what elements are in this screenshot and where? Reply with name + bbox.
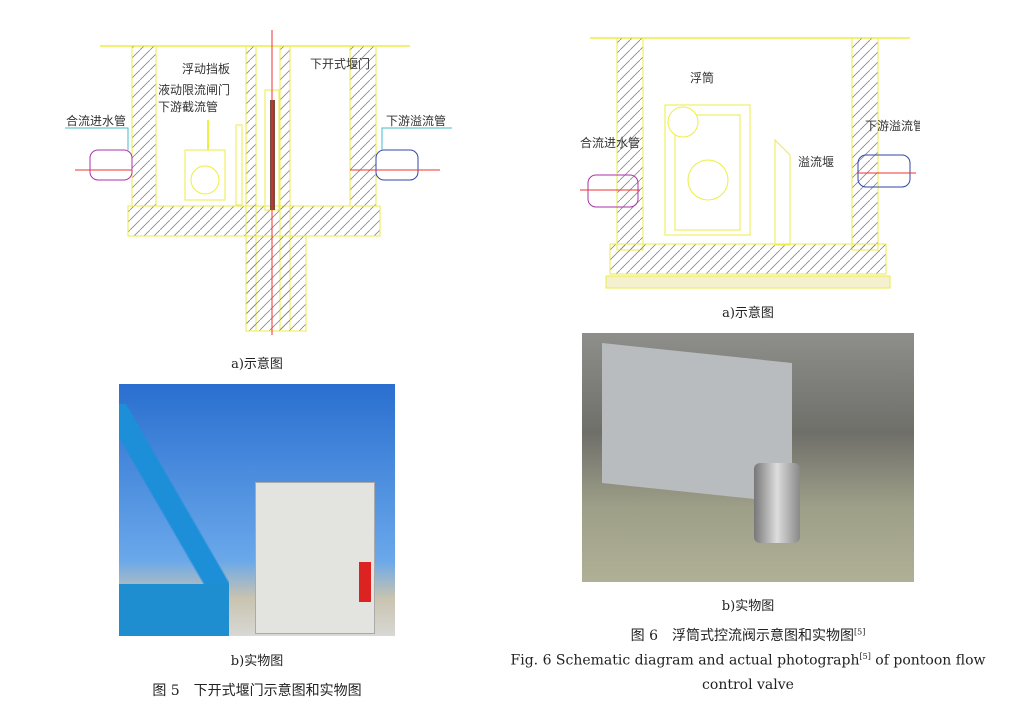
fig5-caption-a: a)示意图 <box>231 357 283 372</box>
fig5-title: 图 5 下开式堰门示意图和实物图 <box>152 683 362 699</box>
fig6-schematic: 浮筒 合流进水管 溢流堰 下游溢流管 <box>580 37 920 289</box>
fig6-photo <box>582 333 914 582</box>
label-inlet-pipe: 合流进水管 <box>580 135 640 150</box>
label-float: 浮筒 <box>690 70 714 85</box>
fig6-title: 图 6 浮筒式控流阀示意图和实物图[5] <box>630 627 866 644</box>
label-overflow-pipe: 下游溢流管 <box>865 118 920 133</box>
label-overflow-pipe: 下游溢流管 <box>386 113 446 128</box>
fig6-english-title: Fig. 6 Schematic diagram and actual phot… <box>510 652 986 669</box>
label-hydraulic-gate: 液动限流闸门 <box>158 82 230 97</box>
fig6-caption-b: b)实物图 <box>721 599 775 614</box>
label-weir: 溢流堰 <box>798 155 834 169</box>
label-downstream-intercept: 下游截流管 <box>158 99 218 114</box>
fig5-schematic: 浮动挡板 下开式堰门 液动限流闸门 下游截流管 合流进水管 下游溢流管 <box>65 30 452 335</box>
fig5-caption-b: b)实物图 <box>230 654 284 669</box>
label-float-baffle: 浮动挡板 <box>182 62 230 76</box>
fig6-caption-a: a)示意图 <box>722 306 774 321</box>
fig5-photo <box>119 384 395 636</box>
fig6-english-title-line2: control valve <box>702 677 794 693</box>
label-weir-gate: 下开式堰门 <box>310 56 370 71</box>
label-inlet-pipe: 合流进水管 <box>66 113 126 128</box>
